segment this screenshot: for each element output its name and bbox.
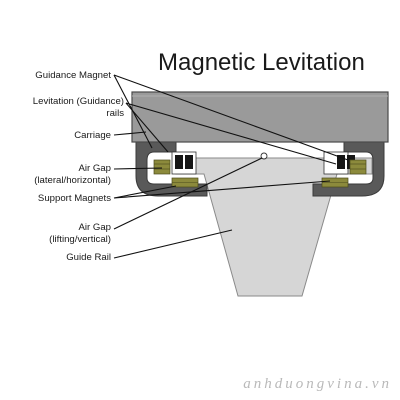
leader-support-right [113, 180, 331, 199]
leader-support-left [113, 185, 177, 199]
carriage-shape [131, 91, 389, 143]
air-gap-marker [260, 152, 268, 160]
leader-lines [113, 74, 349, 259]
left-guidance-magnet-core-b [185, 155, 193, 169]
leader-guidance-right [113, 74, 349, 161]
right-bracket-shape [312, 139, 385, 197]
leader-carriage [113, 131, 147, 136]
label-air-gap-lifting-1: Air Gap [78, 222, 111, 233]
left-bracket-shape [135, 139, 208, 197]
left-guidance-magnet-core-a [175, 155, 183, 169]
label-air-gap-lifting-2: (lifting/vertical) [49, 234, 111, 245]
diagram-title: Magnetic Levitation [158, 49, 365, 76]
leader-air-gap-lateral [113, 167, 163, 170]
leader-levitation-left [125, 102, 169, 153]
leader-air-gap-lifting [113, 157, 263, 230]
watermark-text: anhduongvina.vn [243, 376, 392, 392]
leader-guide-rail [113, 229, 233, 259]
label-guidance-magnet: Guidance Magnet [35, 70, 111, 81]
label-air-gap-lateral-1: Air Gap [78, 163, 111, 174]
right-guidance-magnet-core-a [337, 155, 345, 169]
label-air-gap-lateral-2: (lateral/horizontal) [34, 175, 111, 186]
label-levitation-rails-1: Levitation (Guidance) [33, 96, 124, 107]
label-carriage: Carriage [74, 130, 111, 141]
leader-levitation-right [125, 102, 337, 165]
label-support-magnets: Support Magnets [38, 193, 111, 204]
label-levitation-rails-2: rails [106, 108, 124, 119]
label-guide-rail: Guide Rail [66, 252, 111, 263]
left-guidance-magnet-coil [153, 159, 171, 175]
right-guidance-magnet-coil [349, 159, 367, 175]
